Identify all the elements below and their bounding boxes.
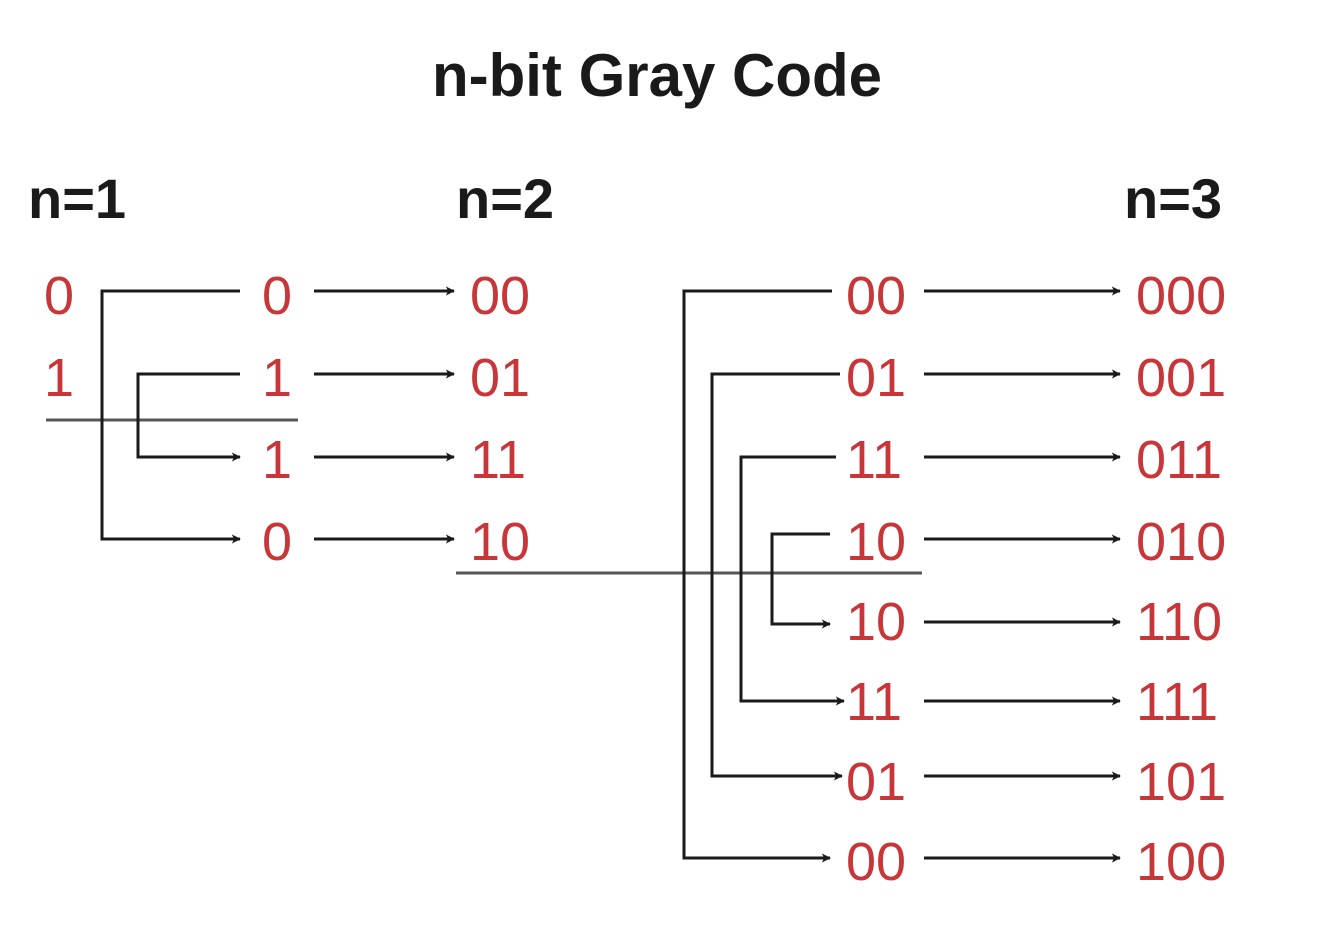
n1-reflected-code: 0 <box>262 266 292 326</box>
reflect-connector <box>100 289 241 544</box>
reflect-connector <box>682 289 832 863</box>
n3-code: 100 <box>1136 832 1226 892</box>
n2-reflected-code: 11 <box>846 672 902 732</box>
header-n3: n=3 <box>1124 167 1222 230</box>
n3-code: 001 <box>1136 348 1226 408</box>
n2-reflected-code: 01 <box>846 752 906 812</box>
reflect-connector <box>739 455 845 706</box>
n1-code: 0 <box>44 266 74 326</box>
header-n2: n=2 <box>456 167 554 230</box>
n1-reflected-code: 1 <box>262 348 292 408</box>
n2-code: 10 <box>470 512 530 572</box>
reflect-connector <box>136 372 241 462</box>
reflect-connector <box>710 372 843 781</box>
n2-reflected-code: 01 <box>846 348 906 408</box>
n1-reflected-code: 1 <box>262 430 292 490</box>
n2-reflected-code: 11 <box>846 430 902 490</box>
diagram-title: n-bit Gray Code <box>432 42 882 109</box>
n1-code: 1 <box>44 348 74 408</box>
n3-code: 110 <box>1136 592 1222 652</box>
header-n1: n=1 <box>28 167 126 230</box>
n2-reflected-code: 10 <box>846 592 906 652</box>
n2-reflected-code: 10 <box>846 512 906 572</box>
n2-code: 01 <box>470 348 530 408</box>
n3-code: 011 <box>1136 430 1222 490</box>
n3-code: 010 <box>1136 512 1226 572</box>
reflect-connector <box>770 532 831 629</box>
n3-code: 101 <box>1136 752 1226 812</box>
n2-reflected-code: 00 <box>846 266 906 326</box>
n2-code: 00 <box>470 266 530 326</box>
n1-reflected-code: 0 <box>262 512 292 572</box>
n2-reflected-code: 00 <box>846 832 906 892</box>
n3-code: 111 <box>1136 672 1218 732</box>
n3-code: 000 <box>1136 266 1226 326</box>
n2-code: 11 <box>470 430 526 490</box>
